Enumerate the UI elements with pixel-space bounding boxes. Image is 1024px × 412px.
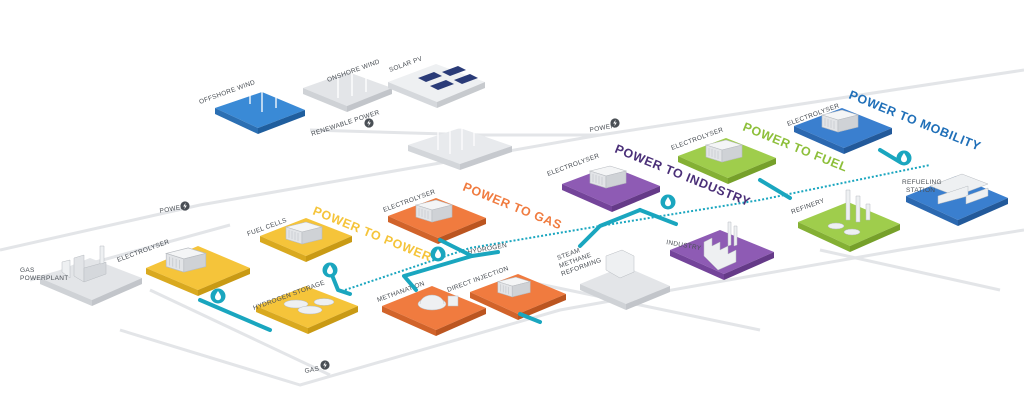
hydrogen-drop-icon [322,262,338,278]
fuel-cells-tile [260,218,352,262]
network-lines [0,68,1024,387]
gas-powerplant-label-1: GAS [20,267,35,274]
electrolyser-pti-tile [562,165,660,212]
hydrogen-drop-icon [430,246,446,262]
electrolyser-ptm-tile [794,108,892,154]
power-bolt-icon [364,118,374,128]
factory-icon [61,245,107,283]
power-bolt-icon [180,201,190,211]
offshore-wind-tile [215,57,305,134]
substation-tile [408,104,512,170]
refueling-label-1: REFUELING [902,179,942,186]
direct-injection-tile [470,274,566,320]
power-bolt-icon [610,118,620,128]
refueling-station-tile [906,173,1008,226]
electrolyser-ptf-tile [678,138,776,184]
electrolyser-ptp-tile [146,246,250,296]
solar-pv-tile [388,64,485,108]
hydrogen-drop-icon [210,288,226,304]
gas-powerplant-tile [40,245,142,306]
power-label-top: POWER [589,123,616,134]
hydrogen-flow-pipes [198,148,902,332]
methanation-tile [382,286,486,336]
gas-powerplant-label-2: POWERPLANT [20,275,69,282]
electrolyser-ptg-tile [388,198,486,244]
refinery-tile [798,189,900,252]
steam-methane-reforming-tile [580,249,670,310]
gas-label: GAS [304,365,320,374]
hydrogen-storage-tile [256,286,358,334]
factory-icon [703,221,738,271]
hydrogen-drop-icon [896,150,912,166]
wind-turbine-icon [241,57,291,112]
onshore-wind-tile [303,31,392,112]
hydrogen-drop-icon [660,194,676,210]
electrolyser-ptp-label: ELECTROLYSER [116,238,170,263]
industry-tile [670,221,774,280]
power-label-left: POWER [159,204,186,215]
wind-turbine-icon [327,31,381,98]
power-bolt-icon [320,360,330,370]
refueling-label-2: STATION [906,187,935,194]
solar-panel-icon [418,66,478,90]
